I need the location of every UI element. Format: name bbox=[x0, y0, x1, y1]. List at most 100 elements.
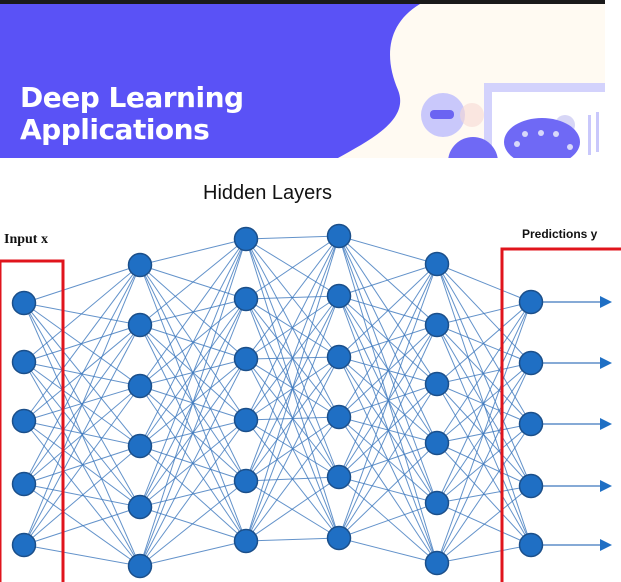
predictions-label: Predictions y bbox=[522, 227, 598, 241]
edge bbox=[245, 235, 340, 421]
hidden-node bbox=[233, 286, 259, 312]
edge bbox=[436, 301, 532, 385]
hidden-node bbox=[127, 433, 153, 459]
output-box bbox=[500, 247, 621, 582]
hidden-node bbox=[424, 490, 450, 516]
edge bbox=[436, 383, 532, 487]
hidden-node bbox=[233, 468, 259, 494]
edge bbox=[338, 263, 438, 478]
hidden-node bbox=[326, 464, 352, 490]
banner-title-line2: Applications bbox=[20, 113, 210, 146]
edge bbox=[436, 301, 532, 564]
edge bbox=[245, 537, 340, 542]
input-label: Input x bbox=[4, 232, 48, 247]
edge bbox=[23, 264, 141, 546]
hidden-node bbox=[424, 430, 450, 456]
hidden-node bbox=[127, 252, 153, 278]
edge bbox=[23, 483, 141, 567]
edge bbox=[436, 423, 532, 564]
hidden-node bbox=[326, 404, 352, 430]
neural-network-diagram bbox=[0, 223, 621, 582]
banner-illustration bbox=[0, 0, 605, 158]
edge bbox=[139, 480, 247, 508]
banner-title: Deep Learning Applications bbox=[20, 82, 244, 146]
hidden-node bbox=[326, 344, 352, 370]
input-node bbox=[11, 290, 37, 316]
hidden-node bbox=[424, 251, 450, 277]
edge bbox=[245, 476, 340, 542]
edge bbox=[436, 485, 532, 564]
input-node bbox=[11, 471, 37, 497]
input-node bbox=[11, 532, 37, 558]
edge bbox=[436, 324, 532, 364]
edge bbox=[338, 235, 438, 265]
edge bbox=[436, 362, 532, 385]
output-node bbox=[518, 473, 544, 499]
hidden-node bbox=[326, 223, 352, 249]
hidden-node bbox=[424, 312, 450, 338]
edge bbox=[436, 324, 532, 425]
edge bbox=[245, 235, 340, 300]
edge bbox=[245, 235, 340, 360]
hidden-node bbox=[127, 494, 153, 520]
edge bbox=[245, 356, 340, 542]
output-arrow-head bbox=[600, 539, 612, 551]
output-arrow-head bbox=[600, 357, 612, 369]
edge bbox=[139, 540, 247, 567]
edge bbox=[245, 295, 340, 542]
edge bbox=[436, 301, 532, 504]
edge bbox=[338, 263, 438, 358]
edge bbox=[23, 264, 141, 422]
edge bbox=[139, 238, 247, 567]
output-node bbox=[518, 411, 544, 437]
edge bbox=[23, 264, 141, 485]
output-arrow-head bbox=[600, 418, 612, 430]
edge bbox=[436, 301, 532, 326]
edge bbox=[338, 502, 438, 539]
edge bbox=[245, 416, 340, 542]
edge bbox=[338, 324, 438, 539]
banner-title-line1: Deep Learning bbox=[20, 81, 244, 114]
output-node bbox=[518, 350, 544, 376]
edge bbox=[23, 324, 141, 546]
edge bbox=[338, 263, 438, 539]
edge bbox=[139, 419, 247, 567]
edge bbox=[139, 238, 247, 508]
hidden-node bbox=[233, 226, 259, 252]
hidden-node bbox=[233, 407, 259, 433]
edge bbox=[23, 420, 141, 508]
edge bbox=[338, 442, 438, 478]
hidden-node bbox=[424, 550, 450, 576]
edge bbox=[139, 298, 247, 567]
output-arrow-head bbox=[600, 480, 612, 492]
hidden-node bbox=[326, 283, 352, 309]
hidden-node bbox=[233, 528, 259, 554]
edge bbox=[23, 506, 141, 546]
edge bbox=[436, 442, 532, 487]
hidden-node bbox=[127, 312, 153, 338]
hidden-node bbox=[127, 373, 153, 399]
output-arrow-head bbox=[600, 296, 612, 308]
input-node bbox=[11, 408, 37, 434]
hidden-node bbox=[326, 525, 352, 551]
edge bbox=[23, 385, 141, 546]
edge bbox=[23, 420, 141, 567]
hidden-layers-title: Hidden Layers bbox=[203, 182, 332, 204]
edge bbox=[338, 442, 438, 539]
edge bbox=[23, 385, 141, 422]
edge bbox=[436, 301, 532, 444]
edge bbox=[436, 362, 532, 564]
edge bbox=[139, 238, 247, 387]
hidden-node bbox=[127, 553, 153, 579]
edge bbox=[139, 238, 247, 266]
banner: Deep Learning Applications bbox=[0, 0, 605, 158]
edge bbox=[139, 238, 247, 447]
edge bbox=[139, 358, 247, 567]
edge bbox=[139, 480, 247, 567]
edge bbox=[23, 544, 141, 567]
input-node bbox=[11, 349, 37, 375]
edge bbox=[338, 263, 438, 418]
edge bbox=[338, 263, 438, 297]
edge bbox=[338, 537, 438, 564]
hidden-node bbox=[424, 371, 450, 397]
